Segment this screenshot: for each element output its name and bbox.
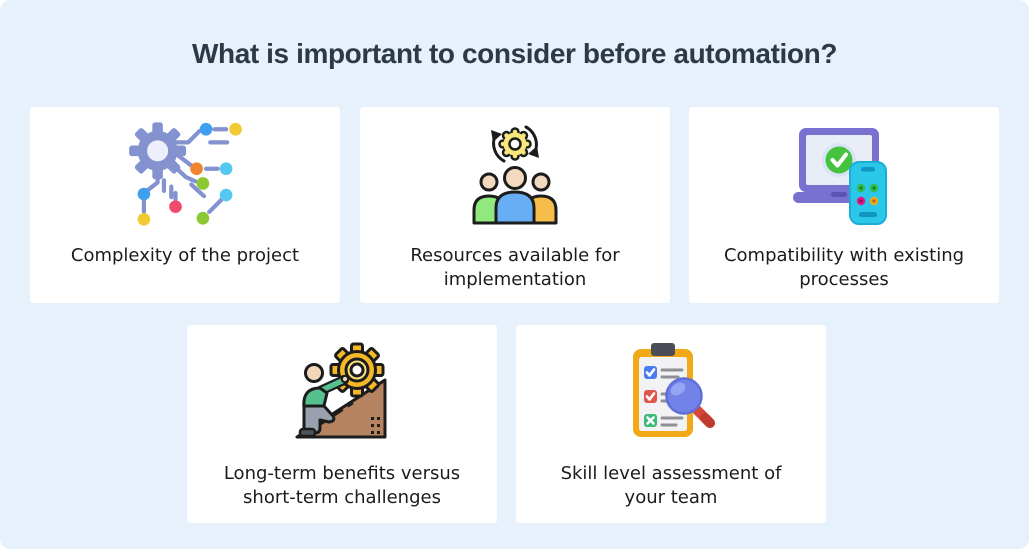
circuit-gear-icon <box>126 118 244 230</box>
team-gear-cycle-icon <box>460 118 570 230</box>
card-label: Long-term benefits versus short-term cha… <box>223 463 461 509</box>
card-label: Complexity of the project <box>70 245 300 266</box>
card-resources: Resources available for implementation <box>360 107 670 303</box>
card-complexity: Complexity of the project <box>30 107 340 303</box>
card-label: Compatibility with existing processes <box>723 245 965 291</box>
card-compatibility: Compatibility with existing processes <box>689 107 999 303</box>
card-skills: Skill level assessment of your team <box>516 325 826 523</box>
checklist-magnifier-icon <box>616 336 726 448</box>
page-title: What is important to consider before aut… <box>191 38 838 69</box>
card-benefits: Long-term benefits versus short-term cha… <box>187 325 497 523</box>
person-pushing-gear-icon <box>287 336 397 448</box>
card-label: Resources available for implementation <box>410 245 620 291</box>
card-label: Skill level assessment of your team <box>560 463 782 509</box>
laptop-phone-check-icon <box>789 118 899 230</box>
